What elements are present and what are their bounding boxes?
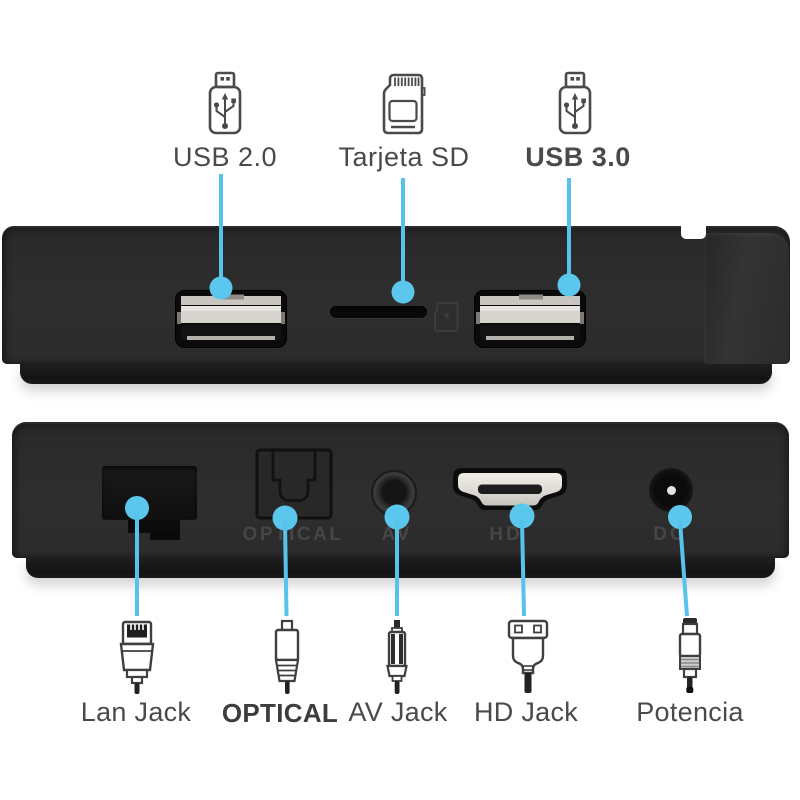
- top-device-corner-piece: [704, 233, 789, 364]
- engraving-dc: DC: [653, 524, 687, 545]
- label-usb-2.0: USB 2.0: [172, 142, 278, 172]
- usb-port-2: [474, 290, 586, 348]
- hdmi-port: [453, 468, 567, 510]
- usb-plug-icon: [558, 71, 592, 135]
- engraving-hd: HD: [489, 524, 523, 545]
- hdmi-plug-icon: [507, 619, 549, 693]
- label-usb-3.0: USB 3.0: [525, 142, 631, 172]
- rca-plug-icon: [386, 620, 408, 694]
- usb-plug-icon: [208, 71, 242, 135]
- usb-port-1: [175, 290, 287, 348]
- lan-port: [102, 466, 197, 520]
- label-optical: OPTICAL: [221, 698, 339, 728]
- lan-plug-icon: [119, 620, 155, 694]
- av-jack-port: [371, 470, 417, 516]
- label-potencia: Potencia: [636, 697, 744, 727]
- dc-jack-pin: [666, 485, 676, 495]
- top-device-base: [20, 364, 772, 384]
- label-lan-jack: Lan Jack: [80, 697, 192, 727]
- dc-plug-icon: [678, 618, 702, 693]
- label-av-jack: AV Jack: [348, 697, 448, 727]
- lan-port-clip: [128, 520, 180, 533]
- optical-plug-icon: [274, 619, 300, 694]
- micro-sd-etch-icon: [434, 302, 459, 332]
- optical-port: [255, 448, 333, 520]
- engraving-av: AV: [381, 524, 413, 545]
- engraving-optical: OPTICAL: [242, 524, 344, 545]
- micro-sd-slot: [330, 306, 427, 318]
- label-hd-jack: HD Jack: [473, 697, 579, 727]
- dc-jack-port: [649, 468, 693, 512]
- top-device-notch: [681, 224, 706, 239]
- bottom-device-base: [26, 558, 775, 578]
- sd-card-icon: [382, 73, 426, 135]
- lan-port-clip-step: [150, 531, 180, 540]
- label-tarjeta-sd: Tarjeta SD: [338, 142, 470, 172]
- top-device-body: [2, 226, 790, 364]
